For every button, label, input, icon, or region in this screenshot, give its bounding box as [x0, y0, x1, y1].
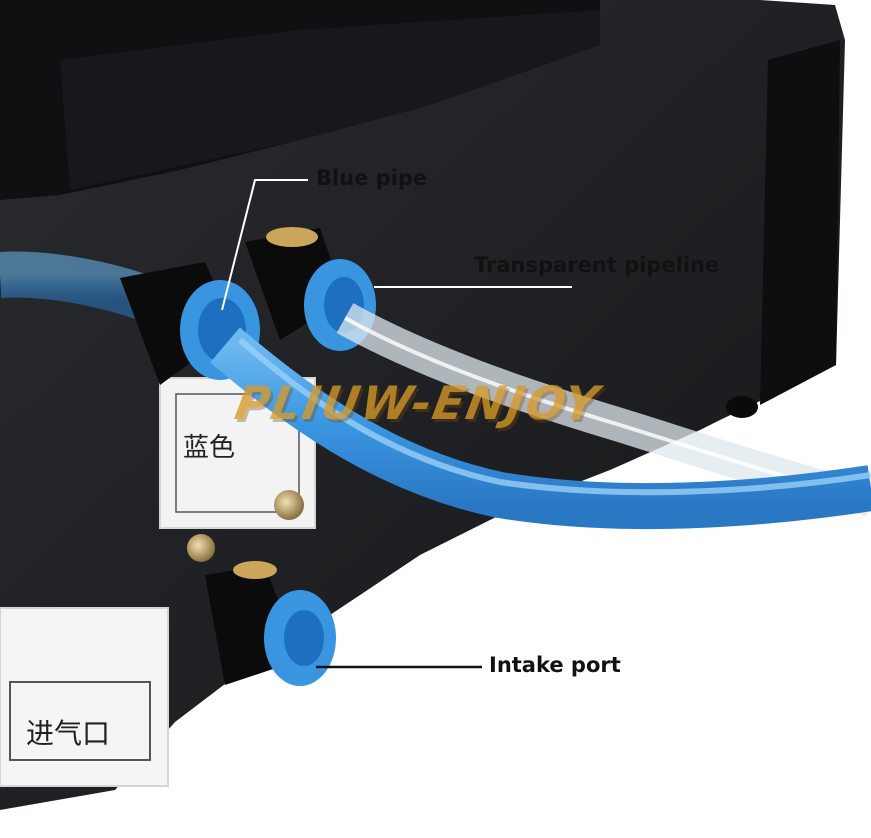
label-plate-bottom: [0, 607, 169, 787]
callout-transparent-pipeline: Transparent pipeline: [474, 253, 720, 277]
callout-blue-pipe: Blue pipe: [316, 166, 428, 190]
leader-blue-pipe: [221, 179, 308, 311]
screw-upper: [274, 490, 304, 520]
brand-watermark: PLIUW-ENJOY: [231, 376, 605, 430]
plate-bottom-text: 进气口: [26, 717, 111, 750]
screw-lower: [187, 534, 215, 562]
plate-top-text: 蓝色: [183, 433, 236, 463]
blue-pipe: [210, 327, 871, 530]
callout-intake-port: Intake port: [489, 653, 621, 677]
upper-edge: [60, 10, 600, 190]
